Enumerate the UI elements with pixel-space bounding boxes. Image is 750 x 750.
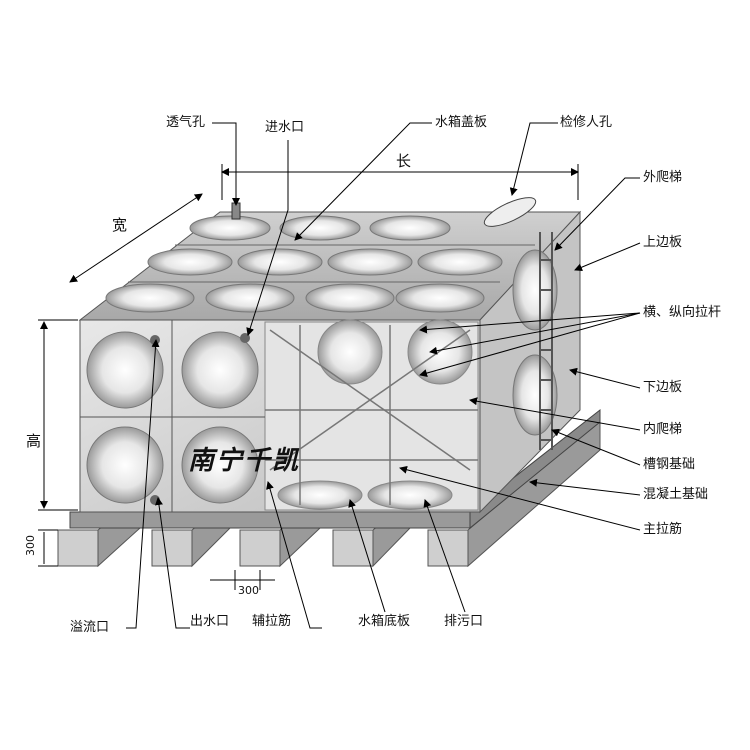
label-channel-steel-base: 槽钢基础 (643, 457, 696, 472)
brand-watermark: 南宁千凯 (188, 446, 301, 476)
base-gap-label: 300 (238, 584, 259, 597)
tank-side (479, 210, 581, 514)
label-vent: 透气孔 (166, 115, 206, 130)
label-main-tie-bar: 主拉筋 (643, 522, 683, 537)
height-label: 高 (26, 432, 42, 450)
label-outlet: 出水口 (190, 614, 230, 629)
label-aux-tie-bar: 辅拉筋 (252, 614, 292, 629)
label-inlet: 进水口 (265, 120, 305, 135)
dimension-lines (38, 164, 579, 590)
width-label: 宽 (112, 216, 128, 234)
label-concrete-base: 混凝土基础 (643, 487, 709, 502)
tank-front (79, 319, 481, 513)
label-cover-plate: 水箱盖板 (435, 115, 488, 130)
label-top-edge-plate: 上边板 (643, 235, 683, 250)
base-height-label: 300 (24, 535, 37, 556)
label-bottom-plate: 水箱底板 (358, 614, 411, 629)
label-bottom-edge-plate: 下边板 (643, 380, 683, 395)
length-label: 长 (396, 152, 412, 170)
label-drain: 排污口 (444, 614, 484, 629)
label-inner-ladder: 内爬梯 (643, 422, 683, 437)
leader-lines (126, 122, 641, 629)
label-overflow: 溢流口 (70, 620, 110, 635)
label-tie-rods: 横、纵向拉杆 (643, 305, 722, 320)
label-manhole: 检修人孔 (560, 115, 613, 130)
label-outer-ladder: 外爬梯 (643, 170, 683, 185)
